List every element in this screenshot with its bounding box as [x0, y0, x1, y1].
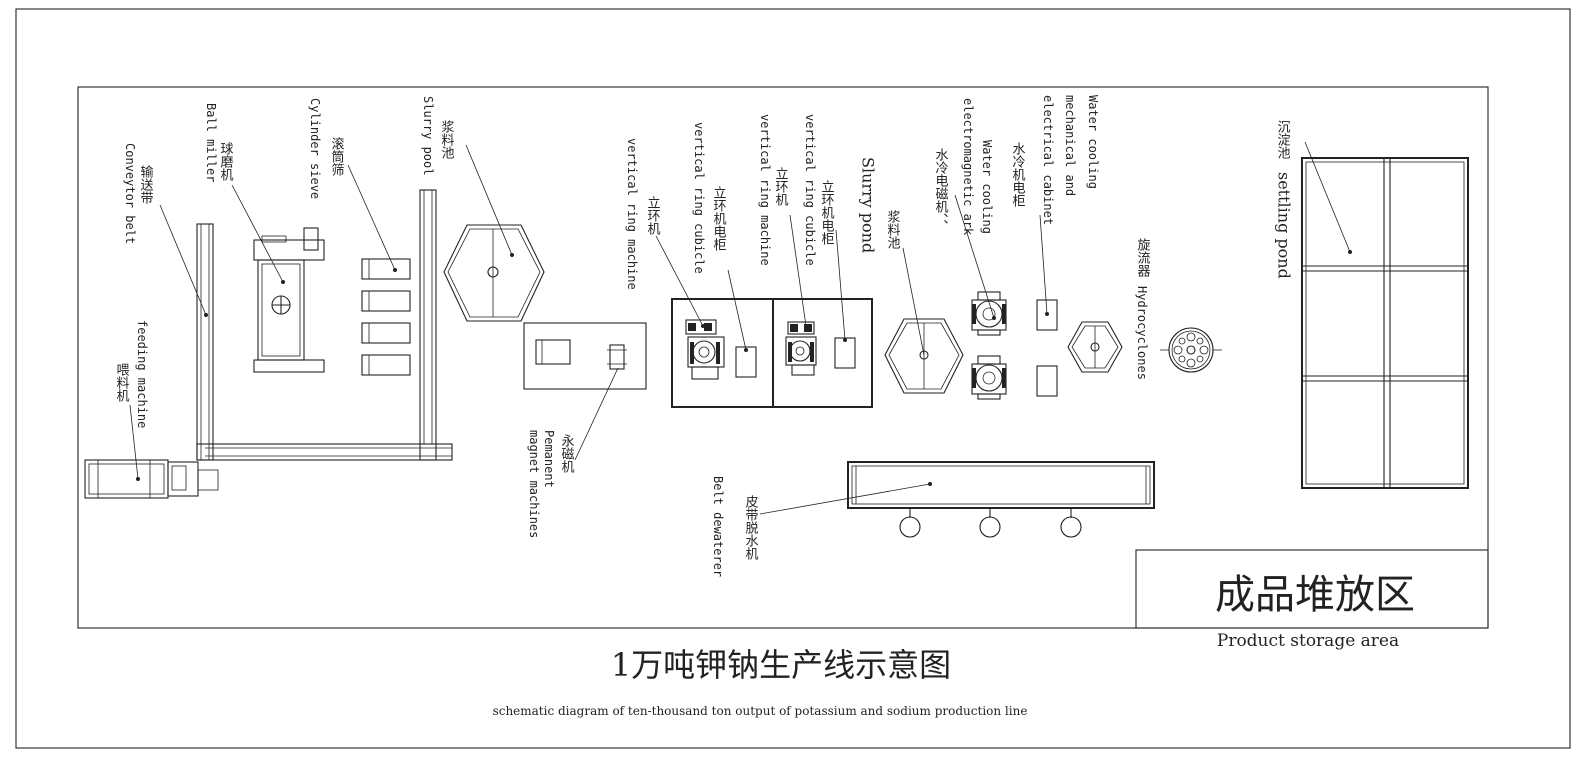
conveyor-belt-label-cn: 输送带: [138, 164, 154, 204]
hydrocyclones-label-en: Hydrocyclones: [1135, 286, 1149, 380]
permanent-magnet-machine: [523, 322, 647, 390]
vr2-machine-leader: [789, 214, 807, 327]
settling-pond: [1301, 157, 1469, 489]
vr1-machine-leader: [655, 235, 704, 327]
vr2-label-cn: 立环机: [773, 167, 789, 207]
belt-dewaterer-label-en: Belt dewaterer: [711, 476, 725, 577]
product-storage-label-en: Product storage area: [1217, 631, 1399, 651]
hexagon-pool-3: [1067, 321, 1123, 373]
belt-dewaterer-label-cn: 皮带脱水机: [743, 495, 759, 561]
water-cooling-cabinet-label-en1: Water cooling: [1086, 95, 1100, 189]
conveyor-belt-leader: [159, 204, 207, 316]
diagram-title: 1万吨钾钠生产线示意图: [611, 646, 951, 684]
water-cooling-ark-label-cn: 水冷电磁机、、: [933, 148, 949, 233]
water-cooling-cabinet-label-en2: mechanical and: [1063, 95, 1077, 196]
vr2-cubicle-leader: [835, 229, 846, 341]
cylinder-sieve-label-en: Cylinder sieve: [308, 98, 322, 199]
vr2-label-en: vertical ring machine: [758, 114, 772, 266]
ball-miller-label-en: Ball miller: [204, 103, 218, 182]
permanent-magnet-label-en2: magnet machines: [527, 430, 541, 538]
hydrocyclones: [1160, 327, 1222, 373]
vrc1-label-en: vertical ring cubicle: [692, 122, 706, 274]
cylinder-sieve-label-cn: 滚筒筛: [329, 136, 345, 177]
hydrocyclones-label-cn: 旋流器: [1135, 238, 1151, 278]
permanent-magnet-label-cn: 永磁机: [559, 434, 575, 474]
outer-frame: [15, 8, 1571, 749]
vrc1-label-cn: 立环机电柜: [711, 186, 727, 251]
water-cooling-cabinet-label-en3: electrical cabinet: [1041, 95, 1055, 225]
ball-miller-label-cn: 球磨机: [218, 142, 234, 182]
feeding-machine: [84, 459, 219, 499]
slurry-pond-label-en: Slurry pond: [859, 157, 878, 253]
water-cooling-ark-label-en1: Water cooling: [980, 140, 994, 234]
slurry-pool-leader: [465, 144, 513, 256]
water-cooling-cabinet: [1036, 299, 1058, 397]
water-cooling-cabinet-leader: [1039, 214, 1048, 315]
settling-pond-leader: [1304, 141, 1351, 253]
vr1-label-en: vertical ring machine: [625, 138, 639, 290]
water-cooling-ark: [971, 291, 1007, 400]
slurry-pond-label-cn: 浆料池: [885, 210, 901, 249]
vr1-cubicle-leader: [727, 269, 747, 351]
cylinder-sieve-leader: [347, 164, 396, 271]
ball-miller-leader: [231, 184, 284, 283]
conveyor-belt-label-en: Conveytor belt: [123, 143, 137, 244]
feeding-machine-label-cn: 喂料机: [114, 363, 130, 403]
settling-pond-label-en: settling pond: [1275, 172, 1294, 279]
vr1-label-cn: 立环机: [645, 196, 661, 236]
belt-dewaterer-leader: [759, 483, 931, 515]
conveyor-belt: [196, 189, 453, 461]
water-cooling-ark-label-en2: electromagnetic ark: [961, 98, 975, 236]
permanent-magnet-label-en1: Pemanent: [542, 430, 556, 488]
settling-pond-label-cn: 沉淀池: [1275, 120, 1291, 159]
cylinder-sieve: [361, 258, 411, 376]
feeding-machine-leader: [129, 404, 139, 480]
water-cooling-cabinet-label-cn: 水冷机电柜: [1010, 142, 1026, 207]
layout-area: [77, 86, 1489, 629]
belt-dewaterer: [847, 461, 1155, 538]
vrc2-label-en: vertical ring cubicle: [803, 114, 817, 266]
slurry-pool-label-cn: 浆料池: [439, 120, 455, 159]
slurry-pond: [884, 318, 964, 394]
vrc2-label-cn: 立环机电柜: [819, 180, 835, 245]
product-storage-box: [1135, 549, 1489, 629]
ball-miller: [253, 227, 325, 373]
diagram-subtitle: schematic diagram of ten-thousand ton ou…: [493, 704, 1028, 718]
water-cooling-ark-leader: [954, 194, 995, 319]
slurry-pond-leader: [902, 247, 925, 356]
vertical-ring-machine-1: [671, 298, 774, 408]
slurry-pool-label-en: Slurry pool: [421, 96, 435, 175]
permanent-magnet-leader: [574, 367, 619, 461]
product-storage-label-cn: 成品堆放区: [1215, 572, 1415, 618]
feeding-machine-label-en: feeding machine: [135, 320, 149, 428]
slurry-pool-1: [443, 224, 545, 322]
vertical-ring-machine-2: [772, 298, 873, 408]
